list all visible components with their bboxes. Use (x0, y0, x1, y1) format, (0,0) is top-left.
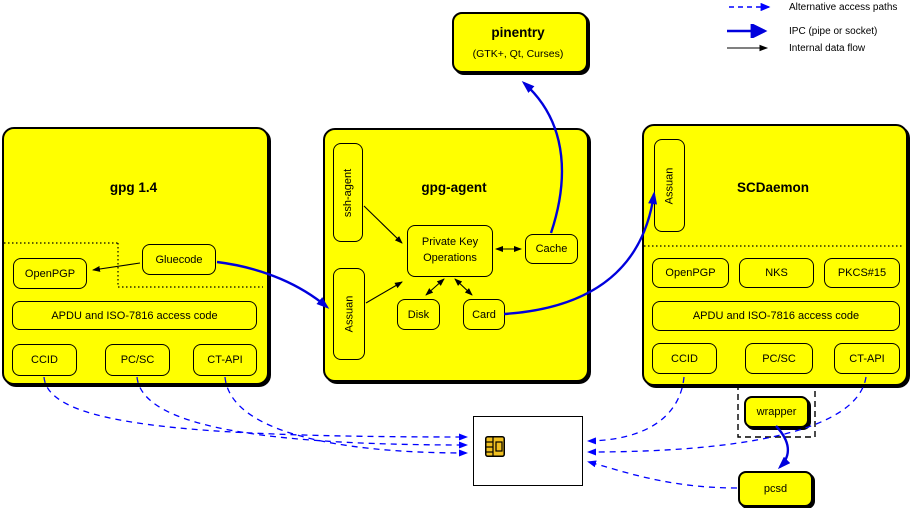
pinentry-subtitle: (GTK+, Qt, Curses) (472, 48, 564, 60)
wrapper-box: wrapper (744, 396, 809, 428)
gpg14-title: gpg 1.4 (109, 180, 158, 195)
pinentry-box (452, 12, 588, 73)
gpgagent-assuan-box: Assuan (333, 268, 365, 360)
gpgagent-card-box: Card (463, 299, 505, 330)
pko-line2: Operations (423, 252, 477, 264)
legend-item-ipc: IPC (pipe or socket) (725, 24, 877, 38)
legend-label: Alternative access paths (789, 1, 898, 13)
scdaemon-ccid-box: CCID (652, 343, 717, 374)
scdaemon-ctapi-box: CT-API (834, 343, 900, 374)
gpg14-apdu-box: APDU and ISO-7816 access code (12, 301, 257, 330)
gpgagent-cache-box: Cache (525, 234, 578, 264)
alt-pcsd-to-card (587, 460, 738, 489)
gpgagent-disk-box: Disk (397, 299, 440, 330)
scdaemon-title: SCDaemon (736, 180, 809, 195)
thin-black-arrow-icon (727, 44, 769, 52)
legend-item-alternative: Alternative access paths (725, 1, 897, 13)
scdaemon-nks-box: NKS (739, 258, 814, 288)
alt-gpg14-pcsc-to-card (136, 376, 468, 449)
alt-scdaemon-ccid-to-card (587, 376, 685, 445)
pinentry-title: pinentry (491, 25, 545, 40)
gpg14-ccid-box: CCID (12, 344, 77, 376)
gpg14-pcsc-box: PC/SC (105, 344, 170, 376)
gpgagent-sshagent-box: ssh-agent (333, 143, 363, 242)
gpgagent-title: gpg-agent (421, 180, 487, 195)
pcsd-box: pcsd (738, 471, 813, 507)
scdaemon-pkcs15-box: PKCS#15 (824, 258, 900, 288)
alt-scdaemon-ctapi-to-card (587, 376, 867, 456)
legend-label: Internal data flow (789, 42, 866, 54)
alt-gpg14-ccid-to-card (43, 376, 468, 441)
scdaemon-pcsc-box: PC/SC (745, 343, 813, 374)
smartcard-chip-icon (485, 436, 505, 457)
alt-gpg14-ctapi-to-card (224, 376, 468, 457)
dashed-blue-arrow-icon (729, 2, 771, 12)
gpgagent-private-key-operations-box: Private Key Operations (407, 225, 493, 277)
scdaemon-box (642, 124, 908, 386)
legend-label: IPC (pipe or socket) (789, 25, 878, 37)
gpg14-openpgp-box: OpenPGP (13, 258, 87, 289)
assuan-label: Assuan (343, 295, 356, 333)
thick-blue-arrow-icon (727, 24, 768, 38)
scdaemon-assuan-box: Assuan (654, 139, 685, 232)
gpg14-gluecode-box: Gluecode (142, 244, 216, 275)
gpg14-ctapi-box: CT-API (193, 344, 257, 376)
ipc-wrapper-to-pcsd (775, 425, 791, 470)
scdaemon-openpgp-box: OpenPGP (652, 258, 729, 288)
legend-item-internal: Internal data flow (725, 42, 865, 54)
scdaemon-apdu-box: APDU and ISO-7816 access code (652, 301, 900, 331)
pko-line1: Private Key (421, 236, 479, 249)
